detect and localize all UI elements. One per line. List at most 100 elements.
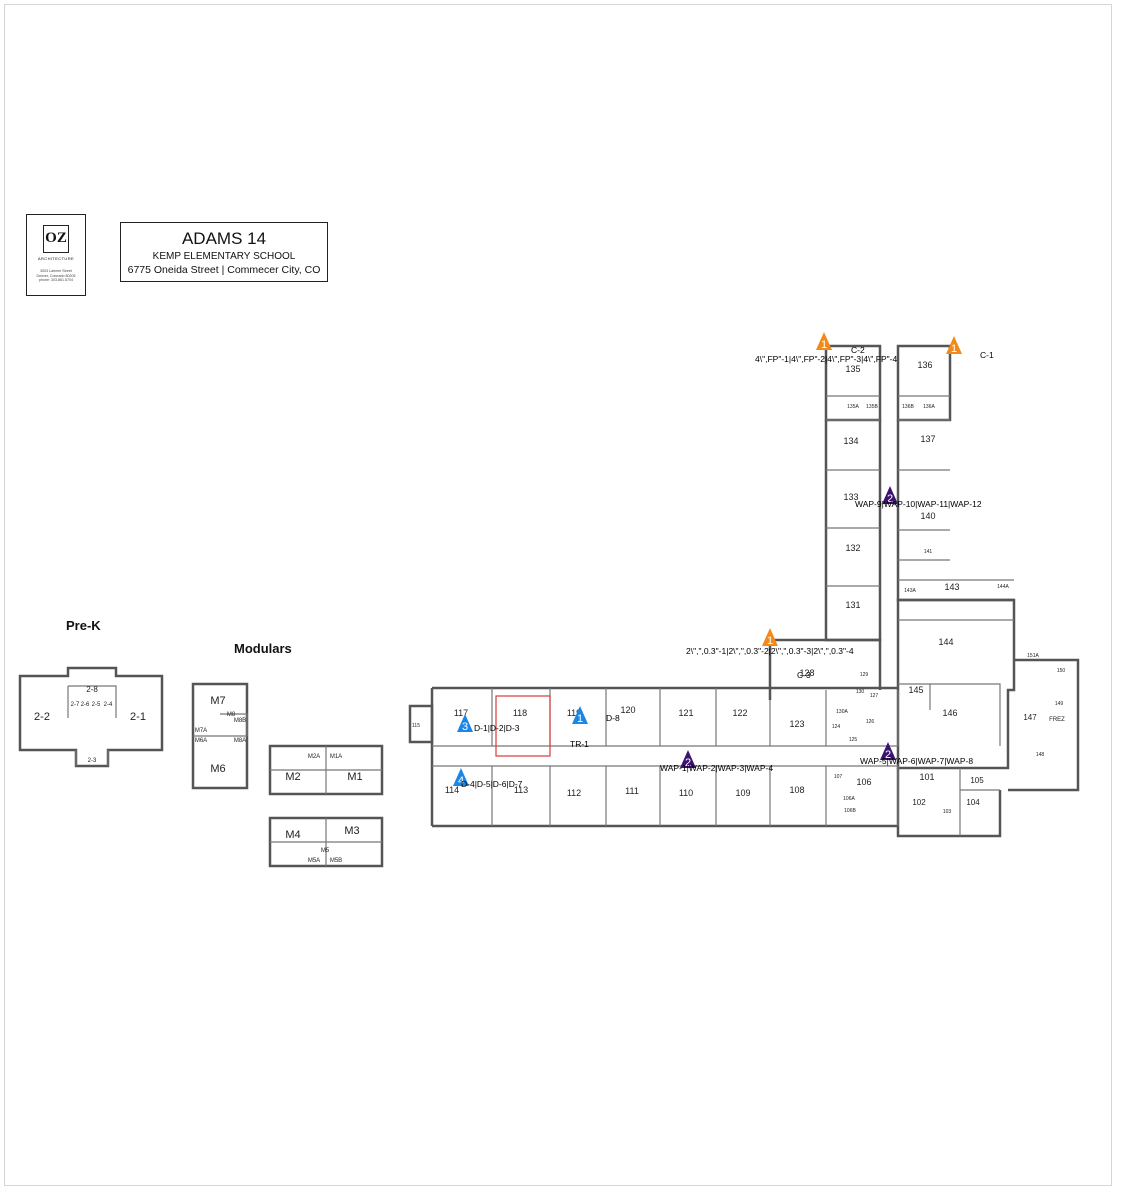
prek-partitions [67, 685, 117, 766]
room-label-135b: 135B [866, 404, 878, 410]
room-label-102: 102 [912, 798, 926, 807]
room-label-130a: 130A [836, 709, 848, 715]
architect-logo: OZ ARCHITECTURE 3003 Larimer Street Denv… [26, 214, 86, 296]
marker-m9[interactable]: 4D-4|D-5|D-6|D-7 [453, 768, 523, 789]
room-label-136: 136 [917, 360, 932, 370]
room-label-121: 121 [678, 708, 693, 718]
room-label-149: 149 [1055, 701, 1064, 707]
room-label-m5b: M5B [330, 858, 342, 864]
room-label-126: 126 [866, 719, 875, 725]
marker-triangle-icon[interactable] [882, 486, 898, 504]
room-label-122: 122 [732, 708, 747, 718]
room-label-120: 120 [620, 705, 635, 715]
room-label-m5: M5 [321, 848, 330, 854]
marker-number: 1 [577, 713, 583, 725]
room-label-151a: 151A [1027, 653, 1039, 659]
room-label-143: 143 [944, 582, 959, 592]
room-label-108: 108 [789, 785, 804, 795]
room-label-2-5: 2-5 [92, 702, 101, 708]
room-label-145: 145 [908, 685, 923, 695]
title-block: ADAMS 14 KEMP ELEMENTARY SCHOOL 6775 One… [120, 222, 328, 282]
room-label-m1: M1 [347, 771, 362, 783]
marker-triangle-icon[interactable] [457, 714, 473, 732]
room-label-m2: M2 [285, 771, 300, 783]
marker-label: C-3 [797, 670, 811, 680]
room-label-143a: 143A [904, 588, 916, 594]
room-label-111: 111 [625, 786, 639, 796]
marker-label: WAP-1|WAP-2|WAP-3|WAP-4 [660, 763, 773, 773]
east-partitions [898, 619, 1014, 791]
room-label-m2a: M2A [308, 754, 320, 760]
marker-triangle-icon[interactable] [762, 628, 778, 646]
far-east-outline [1008, 658, 1080, 792]
selected-room-highlight[interactable] [495, 695, 551, 757]
room-label-2-3: 2-3 [88, 758, 97, 764]
marker-m3[interactable]: 1C-3 [762, 628, 811, 680]
room-label-123: 123 [789, 719, 804, 729]
room-label-137: 137 [920, 434, 935, 444]
room-label-114: 114 [445, 785, 459, 795]
marker-triangle-icon[interactable] [946, 336, 962, 354]
room-label-112: 112 [567, 788, 581, 798]
room-label-107: 107 [834, 774, 843, 780]
room-label-150: 150 [1057, 668, 1066, 674]
marker-label: WAP-5|WAP-6|WAP-7|WAP-8 [860, 756, 973, 766]
room-label-105: 105 [970, 776, 984, 785]
room-label-2-2: 2-2 [34, 711, 50, 723]
marker-label: C-1 [980, 350, 994, 360]
room-label-140: 140 [920, 511, 935, 521]
marker-triangle-icon[interactable] [880, 742, 896, 760]
room-label-m1a: M1A [330, 754, 342, 760]
logo-brand: ARCHITECTURE [37, 256, 75, 261]
room-label-m4: M4 [285, 829, 300, 841]
room-label-133: 133 [843, 492, 858, 502]
room-label-131: 131 [845, 600, 860, 610]
room-label-147: 147 [1023, 713, 1037, 722]
room-label-118: 118 [513, 708, 527, 718]
room-label-144: 144 [938, 637, 953, 647]
room-label-2-1: 2-1 [130, 711, 146, 723]
room-label-m3: M3 [344, 825, 359, 837]
room-label-130: 130 [856, 689, 865, 695]
marker-triangle-icon[interactable] [680, 750, 696, 768]
room-label-104: 104 [966, 798, 980, 807]
marker-label: WAP-9|WAP-10|WAP-11|WAP-12 [855, 499, 982, 509]
room-label-119: 119 [567, 708, 581, 718]
room-label-128: 128 [799, 668, 814, 678]
room-label-m5a: M5A [308, 858, 320, 864]
room-label-124: 124 [832, 724, 841, 730]
room-label-2-8: 2-8 [86, 685, 98, 694]
marker-number: 4 [458, 775, 464, 787]
marker-number: 2 [887, 493, 893, 505]
south-row-partitions [491, 766, 961, 836]
north-row-partitions [491, 688, 899, 746]
marker-number: 1 [767, 635, 773, 647]
marker-triangle-icon[interactable] [572, 706, 588, 724]
title-district: ADAMS 14 [181, 229, 267, 248]
annotation-fp-row: 4\",FP"-1|4\",FP"-2|4\",FP"-3|4\",FP"-4 [755, 354, 898, 364]
annotation-q-row: 2\",",0.3"-1|2\",",0.3"-2|2\",",0.3"-3|2… [686, 646, 854, 656]
annotation-tr: TR-1 [570, 739, 589, 749]
room-label-2-7: 2-7 [71, 702, 80, 708]
room-label-110: 110 [679, 788, 693, 798]
marker-number: 1 [821, 339, 827, 351]
walls [18, 344, 1080, 868]
prek-label: Pre-K [66, 618, 101, 633]
room-label-129: 129 [860, 672, 869, 678]
marker-number: 3 [462, 721, 468, 733]
room-label-134: 134 [843, 436, 858, 446]
marker-triangle-icon[interactable] [816, 332, 832, 350]
marker-number: 2 [685, 757, 691, 769]
room-label-113: 113 [514, 785, 528, 795]
marker-triangle-icon[interactable] [453, 768, 469, 786]
room-label-148: 148 [1036, 752, 1045, 758]
room-label-106: 106 [856, 777, 871, 787]
